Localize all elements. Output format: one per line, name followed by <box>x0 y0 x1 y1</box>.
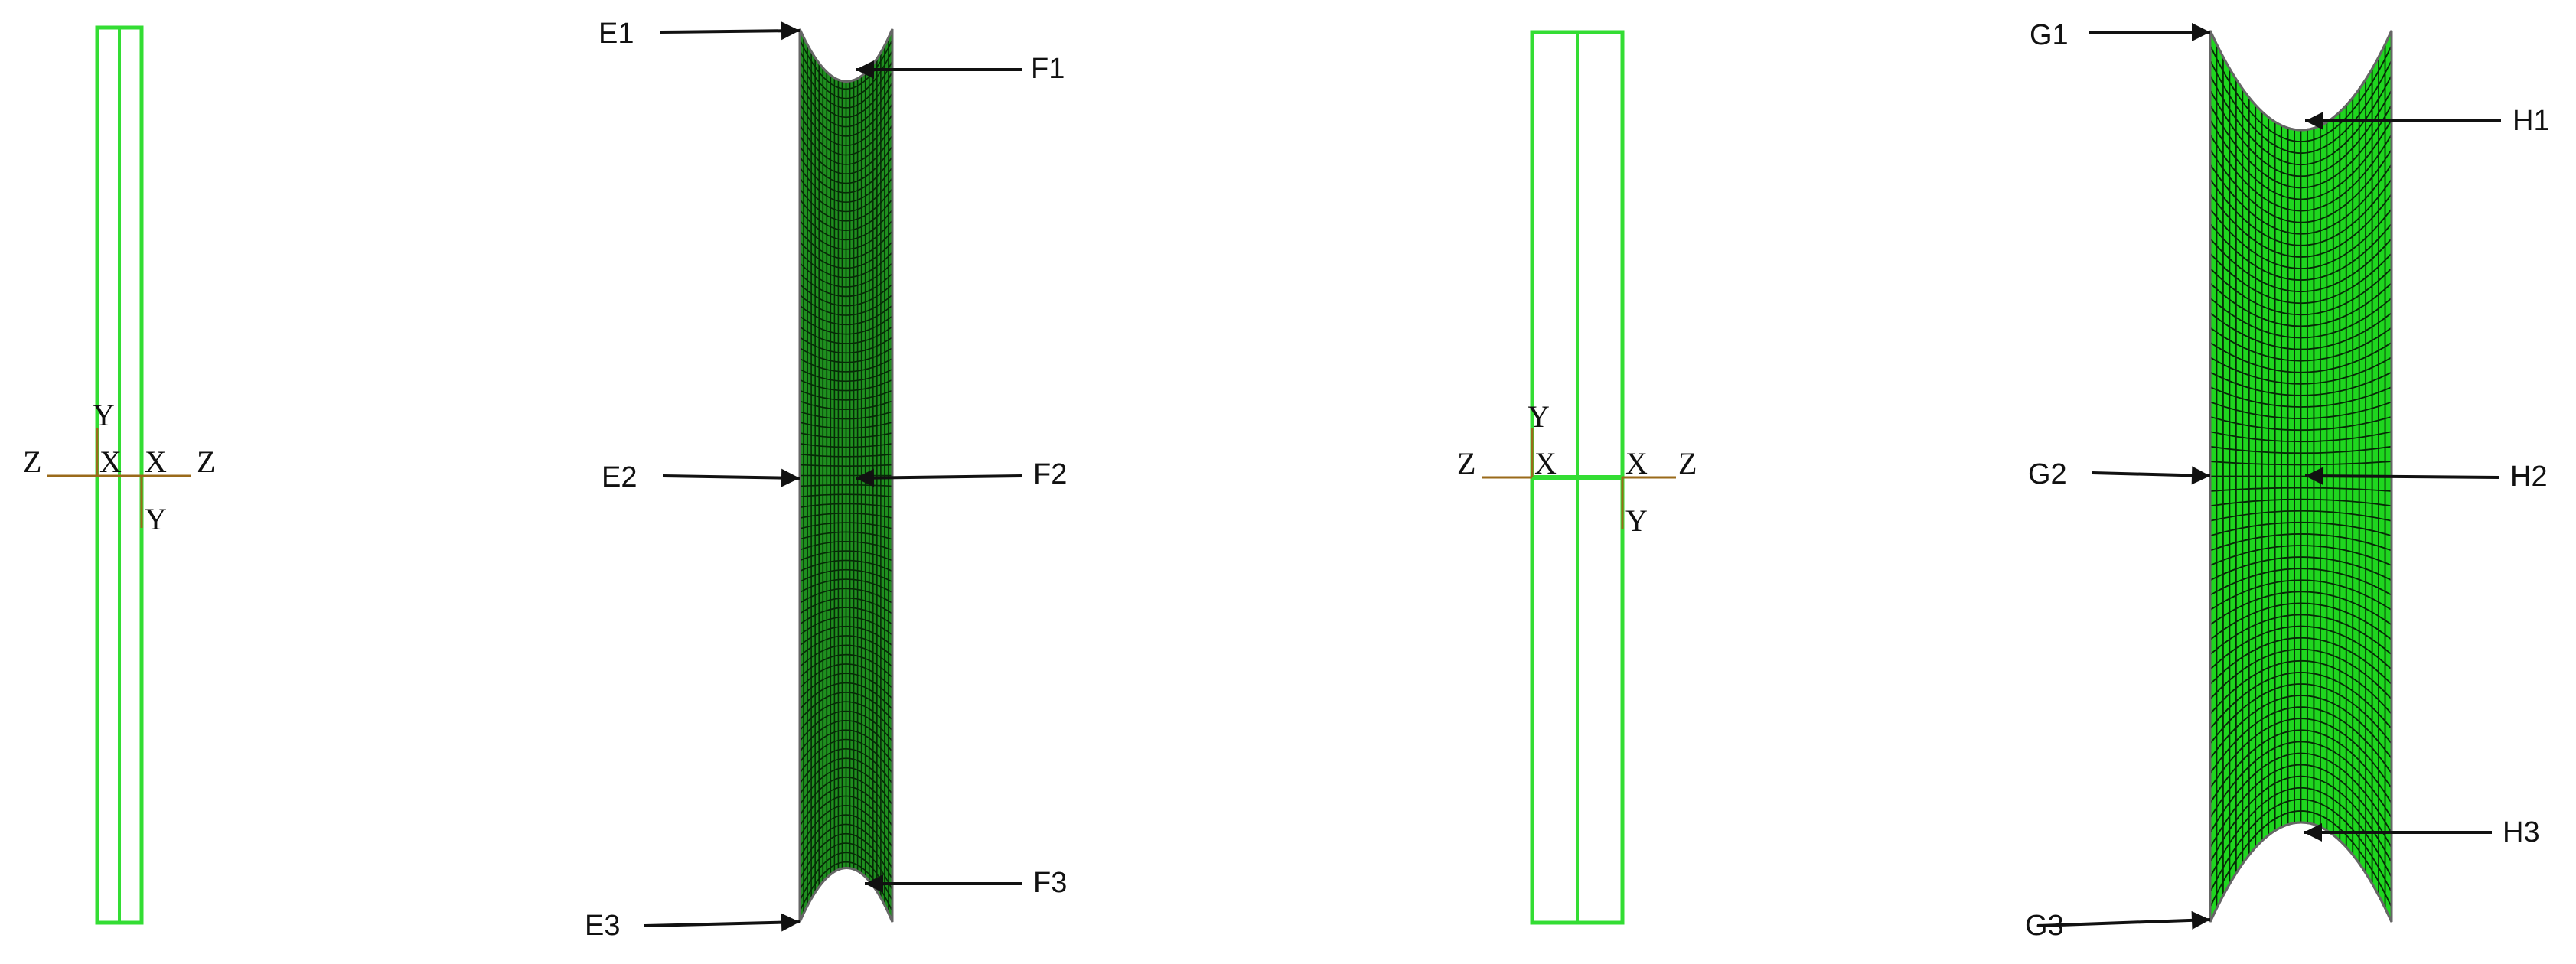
label-h1: H1 <box>2512 105 2550 137</box>
mesh-a <box>798 28 894 923</box>
axis-label-y-up: Y <box>93 398 115 432</box>
label-f1: F1 <box>1031 53 1065 85</box>
label-h2: H2 <box>2510 461 2548 493</box>
label-e1: E1 <box>598 18 634 50</box>
axis-label-y-up: Y <box>1528 399 1550 434</box>
label-h3: H3 <box>2503 816 2540 848</box>
label-f2: F2 <box>1033 458 1067 490</box>
mesh-a-arrows <box>644 21 1022 932</box>
label-g3: G3 <box>2025 910 2064 942</box>
axis-triad-2: Y Z X X Z Y <box>1457 399 1697 538</box>
axis-label-z-left: Z <box>23 445 41 479</box>
axis-triad-1: Y Z X X Z Y <box>23 398 215 536</box>
axis-label-z-left: Z <box>1457 446 1475 480</box>
label-g1: G1 <box>2030 19 2069 51</box>
axis-label-y-down: Y <box>145 502 167 536</box>
axis-label-z-right: Z <box>197 445 215 479</box>
axis-label-x-right: X <box>1625 446 1648 480</box>
mesh-b-arrows <box>2036 23 2501 930</box>
mesh-b <box>2209 30 2393 923</box>
label-e2: E2 <box>602 461 637 493</box>
axis-label-z-right: Z <box>1678 446 1697 480</box>
label-g2: G2 <box>2028 458 2067 490</box>
axis-label-x-left: X <box>99 445 122 479</box>
label-f3: F3 <box>1033 867 1067 899</box>
label-e3: E3 <box>585 910 620 942</box>
axis-label-x-left: X <box>1534 446 1557 480</box>
axis-label-x-right: X <box>145 445 167 479</box>
axis-label-y-down: Y <box>1625 503 1648 538</box>
